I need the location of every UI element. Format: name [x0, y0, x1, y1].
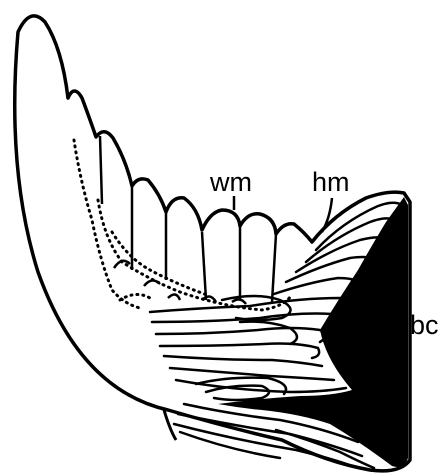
- label-hm: hm: [312, 167, 350, 197]
- label-bc: bc: [410, 310, 439, 340]
- label-wm: wm: [209, 167, 252, 197]
